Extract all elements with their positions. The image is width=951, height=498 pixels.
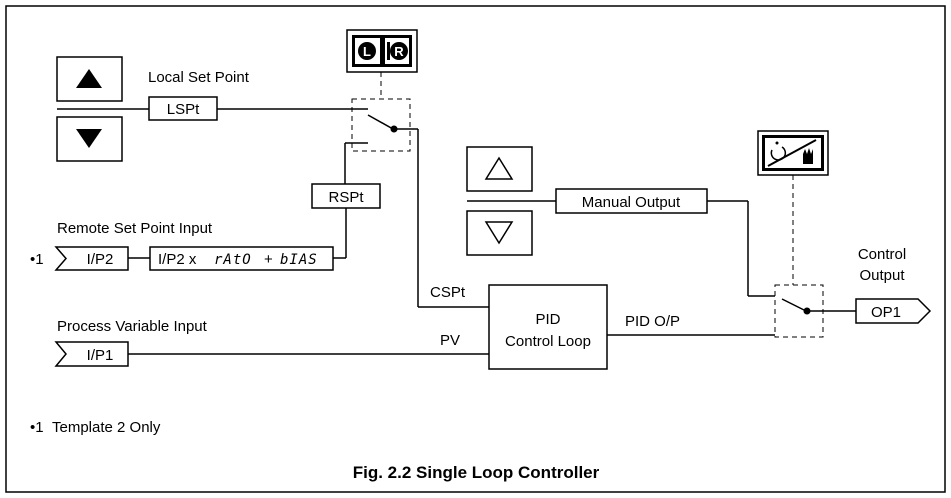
figure-caption: Fig. 2.2 Single Loop Controller (353, 463, 600, 482)
ratio-bias-prefix: I/P2 x (158, 251, 197, 268)
ip2-label: I/P2 (87, 251, 114, 268)
footnote-marker: •1 (30, 419, 44, 436)
local-remote-button[interactable]: L R (346, 29, 418, 73)
sp-switch-frame (351, 98, 411, 152)
manual-output-label: Manual Output (582, 194, 681, 211)
control-output-label-1: Control (858, 246, 906, 263)
manual-lower-button[interactable] (466, 210, 533, 256)
pv-label: PV (440, 332, 460, 349)
auto-manual-button[interactable] (757, 130, 829, 176)
footnote-text: Template 2 Only (52, 419, 161, 436)
svg-text:R: R (394, 44, 404, 59)
bias-code: bIAS (280, 252, 318, 268)
up-arrow-icon (76, 69, 102, 88)
lsp-raise-button[interactable] (56, 56, 123, 102)
lsp-lower-button[interactable] (56, 116, 123, 162)
down-arrow-icon (76, 129, 102, 148)
frame (5, 5, 946, 493)
remote-set-point-input-label: Remote Set Point Input (57, 220, 213, 237)
cspt-label: CSPt (430, 284, 466, 301)
note-marker: •1 (30, 251, 44, 268)
op1-label: OP1 (871, 304, 901, 321)
lspt-label: LSPt (167, 101, 200, 118)
manual-hand-icon (803, 148, 813, 164)
svg-text:L: L (363, 44, 371, 59)
control-output-label-2: Output (859, 267, 905, 284)
ip1-label: I/P1 (87, 347, 114, 364)
rspt-label: RSPt (328, 189, 364, 206)
ratio-bias-box (149, 246, 334, 271)
output-switch-arm (781, 298, 807, 312)
remote-R-icon (390, 42, 408, 60)
up-arrow-outline-icon (484, 156, 514, 180)
pid-label: PID (535, 311, 560, 328)
pid-op-label: PID O/P (625, 313, 680, 330)
control-loop-label: Control Loop (505, 333, 591, 350)
lspt-box (148, 96, 218, 121)
process-variable-input-label: Process Variable Input (57, 318, 208, 335)
local-L-icon (358, 42, 376, 60)
ip2-input-tag (54, 246, 129, 271)
sp-switch-arm (367, 114, 394, 130)
manual-output-box (555, 188, 708, 214)
down-arrow-outline-icon (484, 221, 514, 245)
manual-raise-button[interactable] (466, 146, 533, 192)
plus-sign: + (264, 251, 273, 268)
op1-output-tag (855, 298, 932, 324)
local-set-point-label: Local Set Point (148, 69, 250, 86)
ratio-code: rAtO (214, 252, 252, 268)
ip1-input-tag (54, 341, 129, 367)
pid-control-loop-block (488, 284, 608, 370)
